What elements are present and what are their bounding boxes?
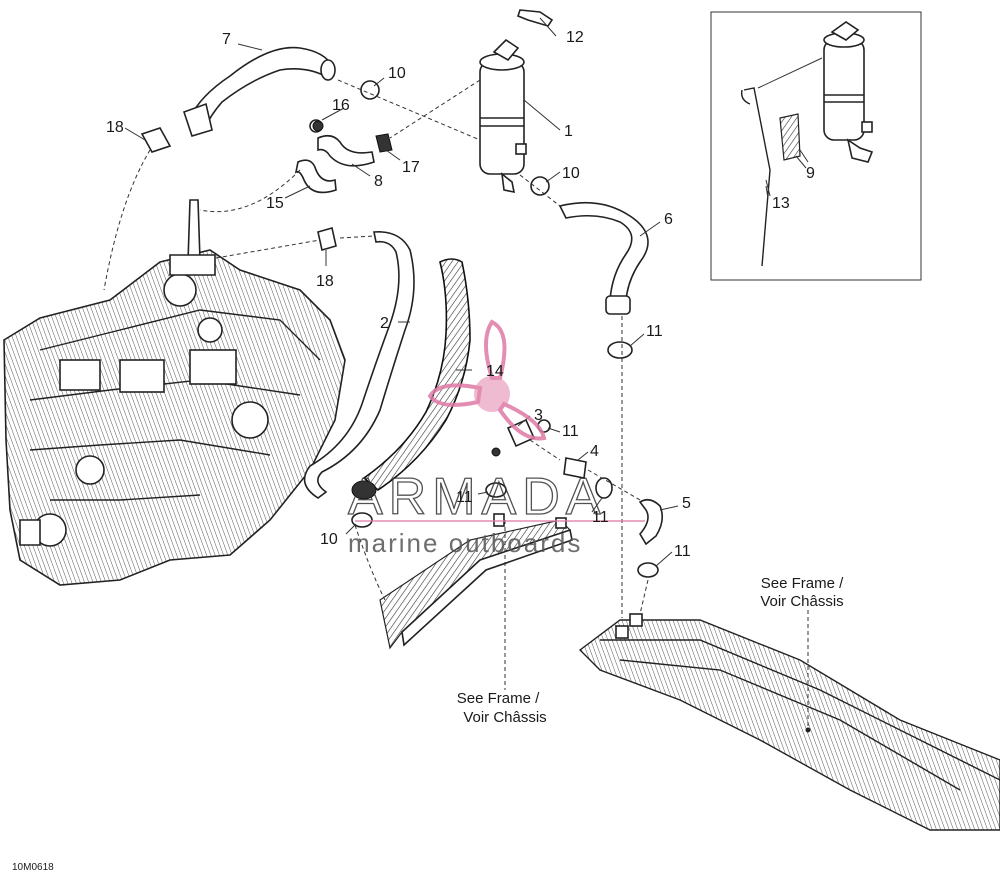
callout-18-mid: 18 (316, 273, 334, 290)
callout-11-low: 11 (674, 543, 691, 560)
clamp-part-18a (140, 127, 172, 153)
heat-exchanger-plate (379, 513, 573, 650)
fitting-part-4 (563, 457, 587, 479)
pad-part-9 (779, 113, 801, 161)
watermark-title: ARMADA (348, 468, 606, 526)
callout-11-left: 11 (456, 489, 473, 506)
cap-part-12 (517, 9, 554, 27)
watermark-subtitle: marine outboards (348, 528, 582, 558)
callout-17: 17 (402, 159, 420, 176)
callout-1: 1 (564, 123, 573, 140)
frame-notes: See Frame / Voir Châssis See Frame / Voi… (457, 575, 844, 726)
callout-14: 14 (486, 363, 504, 380)
note-frame-right-1: See Frame / (761, 575, 844, 592)
clamp-part-18b (317, 226, 337, 252)
diagram-code: 10M0618 (12, 862, 54, 873)
callout-2: 2 (380, 315, 389, 332)
callout-3: 3 (534, 407, 543, 424)
watermark: ARMADA marine outboards (347, 319, 645, 558)
callout-10-top: 10 (388, 65, 406, 82)
callout-9: 9 (806, 165, 815, 182)
rod-part-13 (743, 87, 771, 267)
hose-part-15 (294, 159, 337, 194)
reservoir-part-1 (479, 38, 527, 194)
callout-10-mid: 10 (562, 165, 580, 182)
propeller-logo (427, 319, 547, 441)
engine-block (3, 199, 346, 586)
frame-rail (578, 613, 1000, 831)
inset-reservoir (823, 21, 874, 163)
callout-11-right: 11 (646, 323, 663, 340)
clamp-part-11e (637, 562, 659, 578)
callout-15: 15 (266, 195, 284, 212)
callout-11-mid: 11 (562, 423, 579, 440)
hose-part-2 (303, 231, 415, 499)
hose-part-5 (638, 498, 664, 546)
clamp-part-16 (312, 120, 324, 132)
inset-box (710, 11, 922, 281)
clamp-part-11d (595, 477, 613, 499)
callout-labels: 7 10 12 1 18 16 17 8 15 10 6 18 2 11 14 … (106, 29, 815, 560)
callout-10-low: 10 (320, 531, 338, 548)
note-frame-bottom-2: Voir Châssis (463, 709, 546, 726)
clamp-part-10b (530, 176, 550, 196)
clamp-part-17 (375, 133, 393, 153)
callout-8: 8 (374, 173, 383, 190)
callout-5: 5 (682, 495, 691, 512)
callout-18-top: 18 (106, 119, 124, 136)
callout-12: 12 (566, 29, 584, 46)
hose-part-6 (558, 201, 649, 301)
clamp-part-11a (607, 341, 633, 359)
hose-part-7 (188, 46, 333, 130)
callout-11-center: 11 (592, 509, 609, 526)
clamp-part-10c (351, 512, 373, 528)
hose-part-14 (362, 258, 471, 492)
note-frame-right-2: Voir Châssis (760, 593, 843, 610)
leader-lines (124, 17, 807, 567)
callout-16: 16 (332, 97, 350, 114)
clamp-part-11c (485, 482, 507, 498)
callout-13: 13 (772, 195, 790, 212)
callout-7: 7 (222, 31, 231, 48)
assembly-lines (103, 79, 811, 733)
note-frame-bottom-1: See Frame / (457, 690, 540, 707)
callout-4: 4 (590, 443, 599, 460)
hose-part-8 (317, 134, 375, 167)
callout-6: 6 (664, 211, 673, 228)
